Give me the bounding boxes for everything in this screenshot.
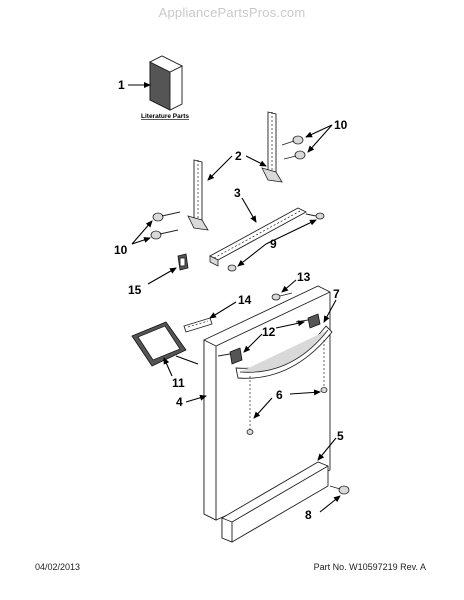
footer-date: 04/02/2013 [35,562,81,572]
door-clip [177,253,189,271]
callout-2: 2 [235,149,242,163]
toe-kick-plate [221,461,329,543]
leader-line-7 [323,299,337,323]
leader-line-12b [243,333,263,353]
leader-line-10a-2 [307,124,333,153]
callout-4: 4 [176,395,183,409]
handle-end-caps [217,313,321,365]
callout-14: 14 [238,293,252,307]
callout-15: 15 [128,283,142,297]
leader-line-8 [319,495,341,513]
door-insulation-panel [131,321,187,367]
leader-line-9a [265,219,317,245]
leader-line-6b [289,389,321,396]
callout-7: 7 [333,287,340,301]
leader-line-10a-1 [305,124,333,138]
leader-line-11 [163,357,173,377]
callout-12: 12 [262,325,276,339]
leader-line-9b [237,243,267,267]
callout-11: 11 [172,376,185,390]
callout-1: 1 [118,78,125,92]
leader-line-13 [281,279,297,293]
hinge-screws-lower [150,211,181,240]
leader-line-12a [275,320,305,329]
footer-part-number: Part No. W10597219 Rev. A [313,562,426,572]
callout-10-upper: 10 [334,118,348,132]
literature-book [148,55,184,111]
leader-line-2a [207,155,233,181]
callout-8: 8 [305,508,312,522]
hinge-screws-upper [281,135,306,160]
callout-5: 5 [337,429,344,443]
hinge-arm-right [261,111,283,183]
leader-line-14 [209,301,237,319]
hinge-arm-left [187,159,209,231]
callout-10-lower: 10 [114,243,128,257]
vent-grille [183,317,213,333]
callout-9: 9 [270,237,277,251]
watermark: AppliancePartsPros.com [158,5,306,20]
leader-line-3 [241,197,257,223]
leader-line-5 [317,437,337,461]
vent-rail [209,207,325,272]
leader-line-10b-1 [131,220,153,245]
handle-screw-top [271,292,293,301]
leader-line-10b-2 [131,237,151,245]
leader-line-4 [185,394,207,403]
callout-3: 3 [234,186,241,200]
door-handle [235,325,333,379]
handle-screws [246,340,328,435]
leader-line-6a [253,397,273,419]
leader-line-2b [245,155,267,167]
callout-13: 13 [297,270,311,284]
leader-line-11-ext [175,355,199,365]
leader-line-15 [147,267,177,285]
kick-plate-screw [329,485,350,495]
callout-6: 6 [276,388,283,402]
literature-label: Literature Parts [141,113,189,120]
